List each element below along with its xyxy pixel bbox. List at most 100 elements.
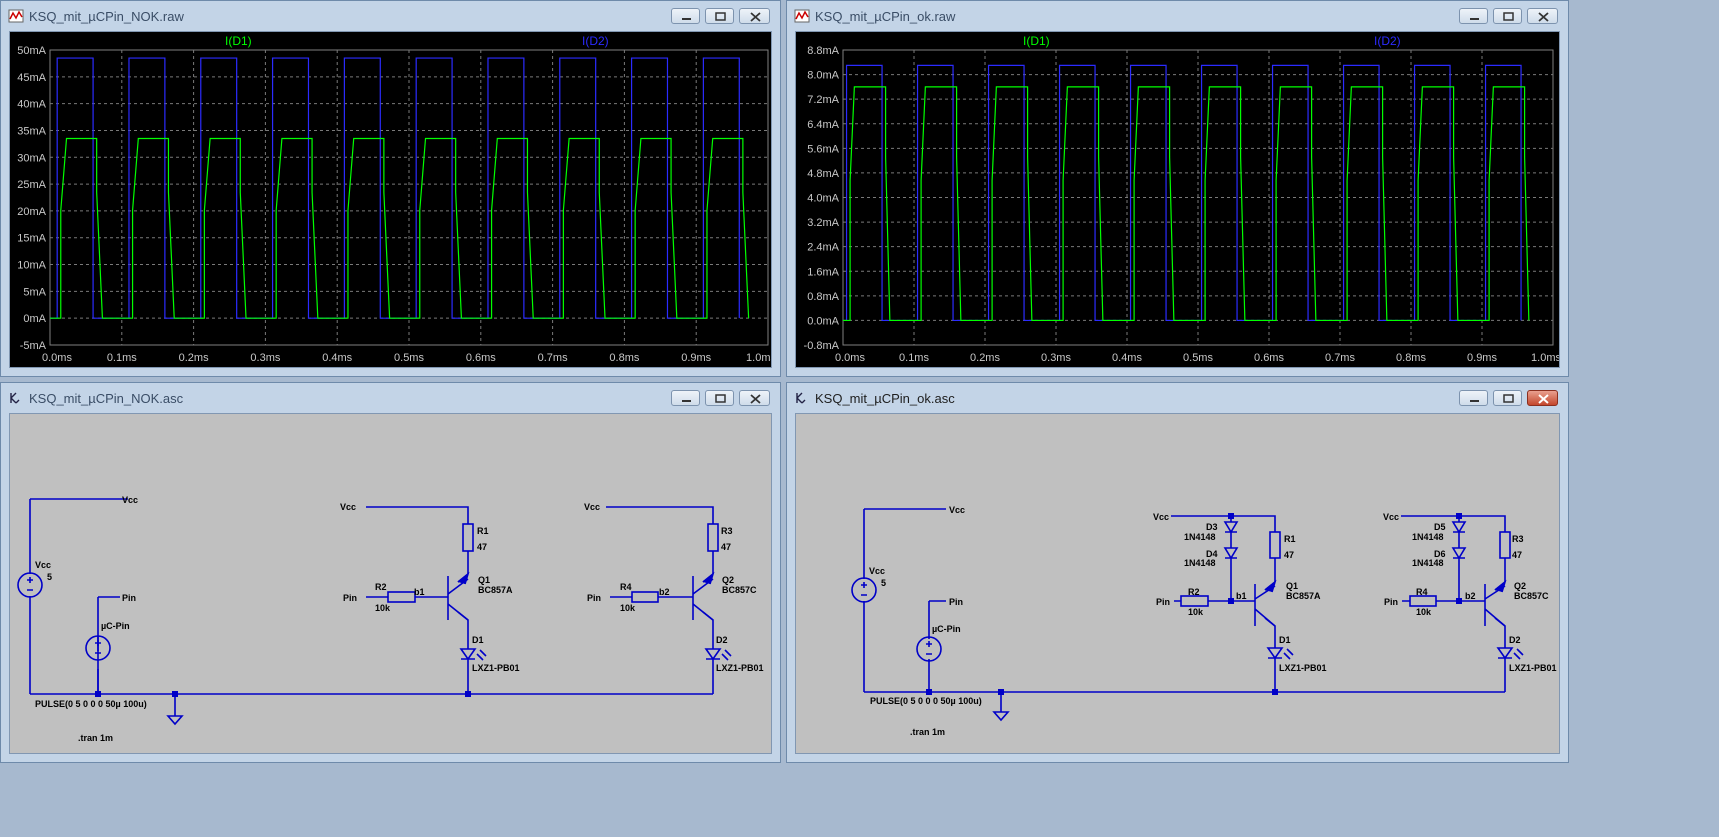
maximize-button[interactable] bbox=[1493, 8, 1522, 24]
vcc-voltage-source[interactable] bbox=[17, 572, 43, 598]
net-label-vcc-1: Vcc bbox=[1153, 512, 1169, 522]
net-b1: b1 bbox=[1236, 591, 1247, 601]
legend-entry-id2[interactable]: I(D2) bbox=[1374, 34, 1401, 48]
resistor-r4[interactable] bbox=[631, 591, 659, 603]
schematic-canvas[interactable]: Vcc Pin Vcc 5 µC-Pin PULSE(0 5 0 0 0 50µ… bbox=[795, 413, 1560, 754]
resistor-r3[interactable] bbox=[707, 523, 719, 552]
y-tick-label: 20mA bbox=[17, 206, 46, 218]
resistor-r2[interactable] bbox=[1180, 595, 1209, 607]
y-tick-label: 45mA bbox=[17, 72, 46, 84]
resistor-r1[interactable] bbox=[1269, 531, 1281, 559]
x-tick-label: 1.0ms bbox=[1531, 352, 1560, 364]
uc-pin-voltage-source[interactable] bbox=[916, 636, 942, 662]
led-d2[interactable] bbox=[704, 648, 732, 661]
title-bar[interactable]: KSQ_mit_µCPin_NOK.raw bbox=[1, 1, 780, 31]
led-d1[interactable] bbox=[1266, 647, 1294, 660]
minimize-button[interactable] bbox=[671, 390, 700, 406]
d2-name: D2 bbox=[1509, 635, 1521, 645]
transistor-q1[interactable] bbox=[447, 571, 470, 621]
schematic-drawing[interactable]: Vcc Pin Vcc 5 µC-Pin PULSE(0 5 0 0 0 50µ… bbox=[10, 414, 772, 754]
transistor-q2[interactable] bbox=[692, 571, 715, 621]
y-tick-label: 7.2mA bbox=[807, 94, 839, 106]
maximize-button[interactable] bbox=[705, 8, 734, 24]
wires bbox=[29, 498, 714, 716]
minimize-button[interactable] bbox=[1459, 8, 1488, 24]
led-d2[interactable] bbox=[1496, 647, 1524, 660]
waveform-plot[interactable]: 50mA45mA40mA35mA30mA25mA20mA15mA10mA5mA0… bbox=[10, 32, 772, 368]
d3-name: D3 bbox=[1206, 522, 1218, 532]
y-tick-label: 5mA bbox=[23, 286, 46, 298]
legend-entry-id1[interactable]: I(D1) bbox=[225, 34, 252, 48]
close-button[interactable] bbox=[739, 390, 770, 406]
y-tick-label: 6.4mA bbox=[807, 119, 839, 131]
transistor-q1[interactable] bbox=[1254, 579, 1277, 627]
d6-type: 1N4148 bbox=[1412, 558, 1444, 568]
x-tick-label: 0.4ms bbox=[1112, 352, 1142, 364]
r1-name: R1 bbox=[477, 526, 489, 536]
vcc-voltage-source[interactable] bbox=[851, 577, 877, 603]
d5-name: D5 bbox=[1434, 522, 1446, 532]
legend-entry-id1[interactable]: I(D1) bbox=[1023, 34, 1050, 48]
net-label-pin-1: Pin bbox=[1156, 597, 1170, 607]
schematic-window-ok[interactable]: KSQ_mit_µCPin_ok.asc bbox=[786, 382, 1569, 763]
title-bar[interactable]: KSQ_mit_µCPin_ok.raw bbox=[787, 1, 1568, 31]
resistor-r3[interactable] bbox=[1499, 531, 1511, 559]
waveform-app-icon bbox=[8, 9, 24, 23]
y-tick-label: -5mA bbox=[20, 340, 47, 352]
d1-type: LXZ1-PB01 bbox=[1279, 663, 1327, 673]
close-button[interactable] bbox=[739, 8, 770, 24]
q2-type: BC857C bbox=[722, 585, 757, 595]
y-tick-label: 1.6mA bbox=[807, 266, 839, 278]
diode-d3[interactable] bbox=[1223, 521, 1239, 534]
schematic-app-icon bbox=[10, 392, 20, 404]
net-label-vcc-2: Vcc bbox=[584, 502, 600, 512]
source-value-pulse: PULSE(0 5 0 0 0 50µ 100u) bbox=[870, 696, 982, 706]
d5-type: 1N4148 bbox=[1412, 532, 1444, 542]
title-bar[interactable]: KSQ_mit_µCPin_NOK.asc bbox=[1, 383, 780, 413]
close-button[interactable] bbox=[1527, 390, 1558, 406]
schematic-window-nok[interactable]: KSQ_mit_µCPin_NOK.asc bbox=[0, 382, 781, 763]
diode-d6[interactable] bbox=[1451, 547, 1467, 560]
source-value-vcc: 5 bbox=[47, 572, 52, 582]
close-button[interactable] bbox=[1527, 8, 1558, 24]
r3-name: R3 bbox=[1512, 534, 1524, 544]
x-tick-label: 0.5ms bbox=[1183, 352, 1213, 364]
resistor-r2[interactable] bbox=[387, 591, 416, 603]
x-tick-label: 0.0ms bbox=[42, 352, 72, 364]
source-name-vcc: Vcc bbox=[35, 560, 51, 570]
diode-d4[interactable] bbox=[1223, 547, 1239, 560]
led-d1[interactable] bbox=[459, 648, 487, 661]
net-label-pin: Pin bbox=[949, 597, 963, 607]
d1-type: LXZ1-PB01 bbox=[472, 663, 520, 673]
minimize-button[interactable] bbox=[1459, 390, 1488, 406]
transistor-q2[interactable] bbox=[1484, 579, 1507, 627]
trace-id2 bbox=[843, 64, 1522, 322]
schematic-drawing[interactable]: Vcc Pin Vcc 5 µC-Pin PULSE(0 5 0 0 0 50µ… bbox=[796, 414, 1560, 754]
x-tick-label: 0.6ms bbox=[466, 352, 496, 364]
x-tick-label: 0.8ms bbox=[609, 352, 639, 364]
net-label-vcc: Vcc bbox=[122, 495, 138, 505]
r2-value: 10k bbox=[375, 603, 391, 613]
minimize-button[interactable] bbox=[671, 8, 700, 24]
diode-d5[interactable] bbox=[1451, 521, 1467, 534]
x-tick-label: 1.0ms bbox=[746, 352, 772, 364]
resistor-r1[interactable] bbox=[462, 523, 474, 552]
maximize-button[interactable] bbox=[1493, 390, 1522, 406]
source-value-pulse: PULSE(0 5 0 0 0 50µ 100u) bbox=[35, 699, 147, 709]
maximize-button[interactable] bbox=[705, 390, 734, 406]
legend-entry-id2[interactable]: I(D2) bbox=[582, 34, 609, 48]
q2-name: Q2 bbox=[722, 575, 734, 585]
uc-pin-voltage-source[interactable] bbox=[85, 635, 111, 661]
r1-value: 47 bbox=[1284, 550, 1294, 560]
schematic-canvas[interactable]: Vcc Pin Vcc 5 µC-Pin PULSE(0 5 0 0 0 50µ… bbox=[9, 413, 772, 754]
waveform-plot[interactable]: 8.8mA8.0mA7.2mA6.4mA5.6mA4.8mA4.0mA3.2mA… bbox=[796, 32, 1560, 368]
ground-icon bbox=[992, 711, 1010, 722]
title-bar[interactable]: KSQ_mit_µCPin_ok.asc bbox=[787, 383, 1568, 413]
resistor-r4[interactable] bbox=[1409, 595, 1437, 607]
net-b2: b2 bbox=[659, 587, 670, 597]
net-label-vcc-1: Vcc bbox=[340, 502, 356, 512]
